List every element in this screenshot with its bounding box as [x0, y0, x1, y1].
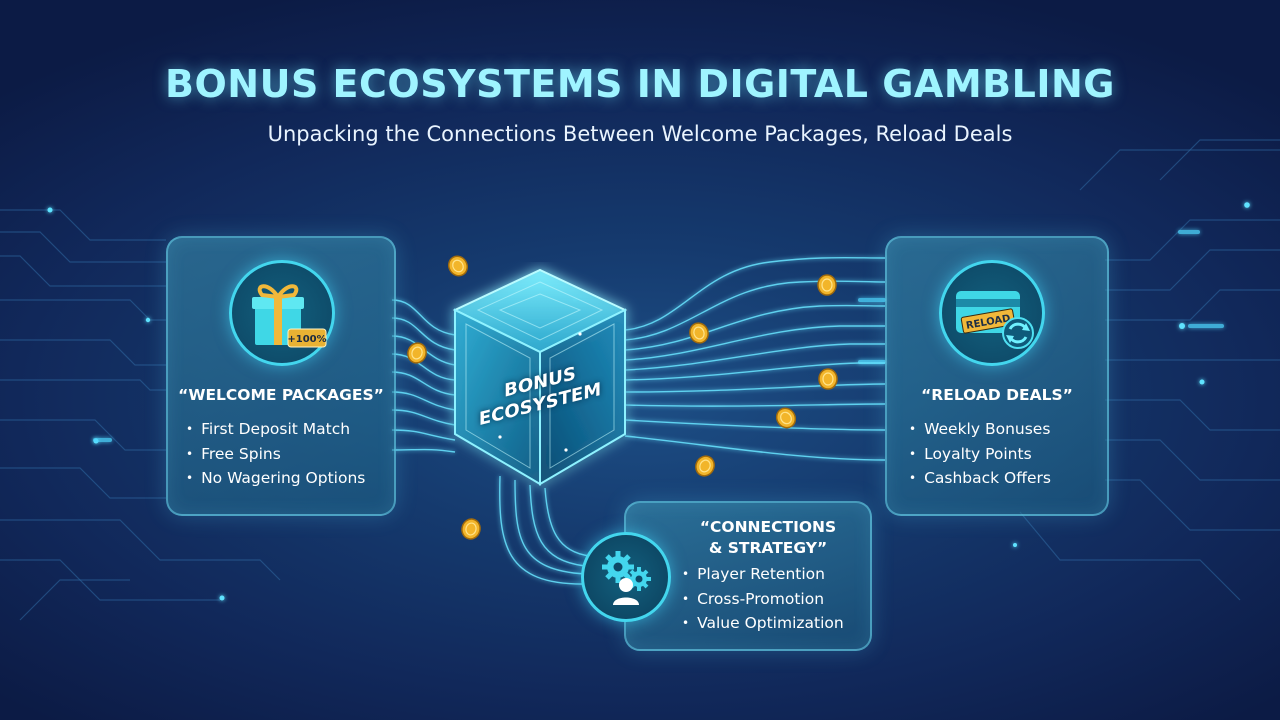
coin-icon [817, 274, 837, 296]
coin-icon [695, 455, 715, 477]
gears-user-icon [602, 551, 651, 605]
connector-lines-bottom [499, 475, 591, 585]
circuit-traces-right [1019, 139, 1280, 601]
gift-icon-circle: +100% [229, 260, 335, 366]
connections-strategy-title: “CONNECTIONS & STRATEGY” [626, 517, 870, 559]
circuit-nodes [47, 202, 1250, 601]
coin-icon [818, 368, 838, 390]
gears-user-icon-circle [581, 532, 671, 622]
connections-title-line1: “CONNECTIONS [699, 518, 837, 536]
reload-deals-panel: RELOAD “RELOAD DEALS” Weekly Bonuses Loy… [885, 236, 1109, 516]
list-item: Cashback Offers [909, 466, 1051, 491]
gift-badge: +100% [287, 334, 326, 345]
connections-title-line2: & STRATEGY” [708, 539, 828, 557]
gift-icon: +100% [252, 284, 327, 348]
glow-dashes [93, 230, 1224, 442]
bonus-ecosystem-cube [452, 268, 628, 486]
coin-icon [461, 518, 481, 540]
coin-icon [407, 342, 427, 364]
coin-icon [689, 322, 709, 344]
list-item: Cross-Promotion [682, 587, 844, 612]
list-item: Weekly Bonuses [909, 417, 1051, 442]
list-item: Free Spins [186, 442, 365, 467]
connector-lines-right [624, 256, 886, 461]
welcome-packages-title: “WELCOME PACKAGES” [178, 386, 384, 404]
list-item: Loyalty Points [909, 442, 1051, 467]
coin-icon [447, 255, 469, 277]
welcome-packages-panel: +100% “WELCOME PACKAGES” First Deposit M… [166, 236, 396, 516]
connections-strategy-list: Player Retention Cross-Promotion Value O… [682, 562, 844, 636]
page-title: BONUS ECOSYSTEMS IN DIGITAL GAMBLING [165, 62, 1115, 106]
reload-icon-circle: RELOAD [939, 260, 1045, 366]
reload-deals-list: Weekly Bonuses Loyalty Points Cashback O… [909, 417, 1051, 491]
page-subtitle: Unpacking the Connections Between Welcom… [267, 122, 1013, 146]
circuit-traces-left [0, 209, 281, 621]
list-item: No Wagering Options [186, 466, 365, 491]
reload-deals-title: “RELOAD DEALS” [921, 386, 1073, 404]
list-item: Player Retention [682, 562, 844, 587]
welcome-packages-list: First Deposit Match Free Spins No Wageri… [186, 417, 365, 491]
reload-card-icon: RELOAD [956, 291, 1034, 349]
list-item: Value Optimization [682, 611, 844, 636]
coin-icon [775, 407, 797, 429]
list-item: First Deposit Match [186, 417, 365, 442]
